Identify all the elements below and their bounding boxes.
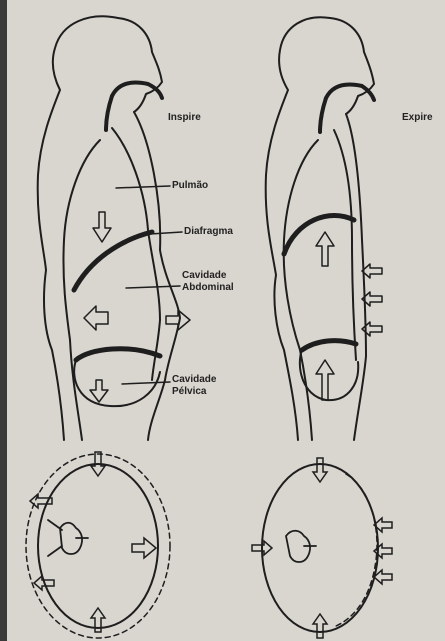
- expire-pelvic-floor: [302, 341, 356, 350]
- inspire-spine-process: [48, 520, 88, 556]
- inspire-down-arrow: [93, 212, 111, 242]
- expire-section-arrow-top: [313, 458, 327, 482]
- expire-in-arrow-1: [362, 264, 382, 278]
- expire-diaphragm: [284, 215, 354, 254]
- expire-section-arrow-bottom: [313, 614, 327, 638]
- inspire-cross-section: [26, 452, 170, 638]
- expire-section-contracted: [336, 474, 377, 626]
- inspire-airway: [112, 83, 162, 99]
- inspire-right-arrow: [166, 310, 190, 330]
- left-margin-strip: [0, 0, 7, 641]
- inspire-left-arrow: [84, 306, 108, 330]
- inspire-figure: [38, 16, 190, 440]
- expire-section-outline: [262, 464, 378, 632]
- leader-pulmao: [116, 186, 170, 188]
- inspire-pelvic-arrow: [90, 380, 108, 402]
- label-cavidade-abdominal-line2: Abdominal: [182, 282, 234, 293]
- label-expire: Expire: [402, 112, 433, 123]
- label-inspire: Inspire: [168, 112, 201, 123]
- inspire-section-outline: [38, 464, 158, 628]
- expire-airway: [326, 85, 374, 101]
- expire-figure: [266, 17, 382, 440]
- label-cavidade-pelvica-line1: Cavidade: [172, 374, 216, 385]
- inspire-diaphragm: [74, 232, 152, 290]
- expire-pelvis: [300, 350, 358, 400]
- inspire-pelvic-floor: [76, 349, 160, 360]
- expire-inner-front: [334, 130, 356, 360]
- inspire-trachea: [106, 96, 112, 130]
- expire-up-arrow: [316, 232, 334, 266]
- leader-pelvica: [122, 382, 170, 384]
- label-cavidade-abdominal-line1: Cavidade: [182, 270, 226, 281]
- expire-trachea: [320, 98, 326, 132]
- expire-head-front: [330, 18, 374, 114]
- inspire-section-expanded: [26, 454, 170, 638]
- inspire-section-arrow-right: [132, 538, 156, 558]
- label-pulmao: Pulmão: [172, 180, 208, 191]
- label-cavidade-pelvica-line2: Pélvica: [172, 386, 206, 397]
- leader-diafragma: [150, 232, 182, 234]
- label-diafragma: Diafragma: [184, 226, 233, 237]
- inspire-head-front: [118, 18, 162, 112]
- expire-pelvic-up-arrow: [316, 360, 334, 400]
- expire-cross-section: [252, 458, 392, 638]
